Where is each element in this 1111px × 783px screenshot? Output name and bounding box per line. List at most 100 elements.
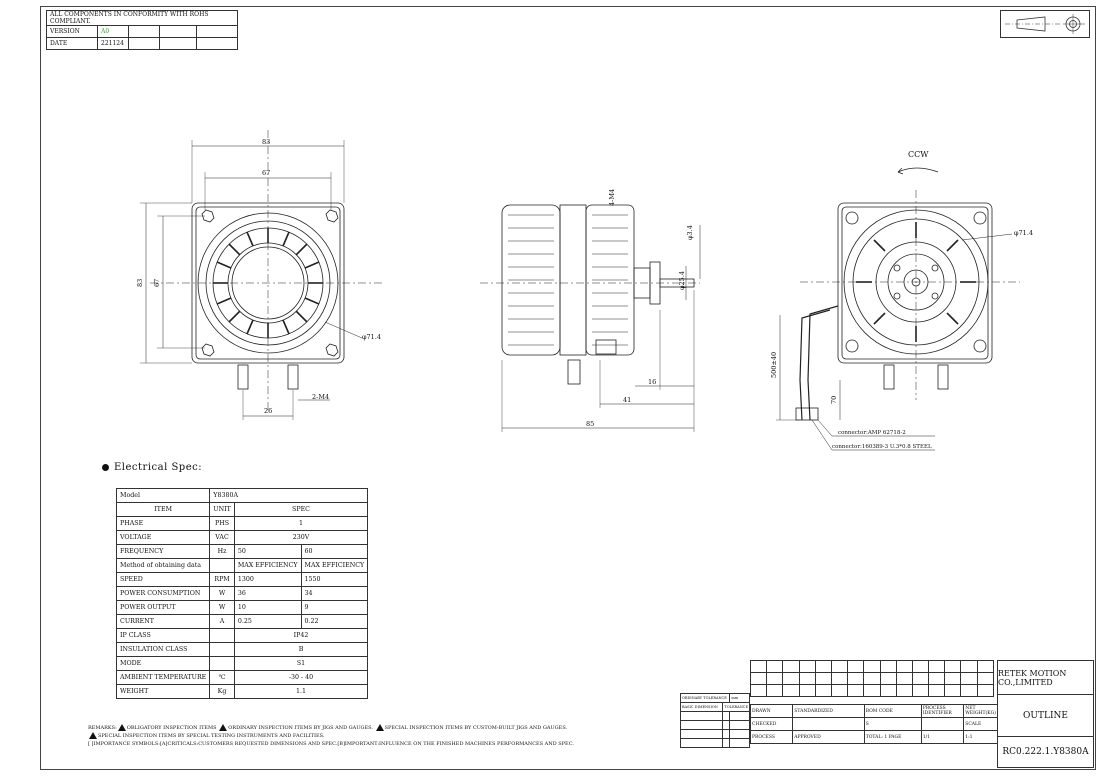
model-value: Y8380A	[209, 488, 369, 503]
special-instrument-triangle-icon	[89, 732, 97, 739]
spec-item: INSULATION CLASS	[115, 642, 211, 657]
spec-value: -30 - 40	[233, 670, 369, 685]
spec-row: IP CLASS IP42	[115, 628, 369, 643]
spec-header-unit: UNIT	[209, 502, 235, 517]
dim-front-width-outer: 83	[262, 138, 270, 146]
rear-view	[776, 167, 1020, 451]
spec-item: VOLTAGE	[115, 530, 211, 545]
spec-item: IP CLASS	[115, 628, 211, 643]
dim-front-width-inner: 67	[262, 169, 270, 177]
spec-value: 1	[233, 516, 369, 531]
electrical-spec-heading: Electrical Spec:	[102, 462, 202, 473]
drawing-title: OUTLINE	[997, 695, 1094, 737]
dim-front-height-inner: 67	[153, 279, 161, 287]
dim-front-diameter: φ71.4	[362, 333, 381, 341]
projection-symbol-icon	[1000, 10, 1090, 38]
obligatory-triangle-icon	[117, 724, 126, 731]
spec-item: WEIGHT	[115, 684, 211, 699]
date-label: DATE	[46, 37, 98, 50]
spec-value-60hz: MAX EFFICIENCY	[300, 558, 369, 573]
special-triangle-icon	[375, 724, 384, 731]
spec-unit: ℃	[209, 670, 235, 685]
dim-shaft-dia: φ3.4	[686, 225, 694, 240]
dim-shaft-len: 16	[648, 378, 656, 386]
drawing-frame	[40, 6, 1096, 770]
spec-item: CURRENT	[115, 614, 211, 629]
spec-value: S1	[233, 656, 369, 671]
dim-front-height-outer: 83	[136, 279, 144, 287]
spec-value-60hz: 1550	[300, 572, 369, 587]
inspection-legend: REMARKS:OBLIGATORY INSPECTION ITEMS ORDI…	[88, 724, 574, 747]
spec-unit: VAC	[209, 530, 235, 545]
spec-value-50hz: 0.25	[233, 614, 302, 629]
dim-total-len: 85	[586, 420, 594, 428]
spec-row: MODE S1	[115, 656, 369, 671]
spec-item: Method of obtaining data	[115, 558, 211, 573]
dim-rear-diameter: φ71.4	[1014, 229, 1033, 237]
spec-value-50hz: 1300	[233, 572, 302, 587]
spec-item: MODE	[115, 656, 211, 671]
spec-unit	[209, 656, 235, 671]
dim-body-to-tip: 41	[623, 396, 631, 404]
spec-header-spec: SPEC	[233, 502, 369, 517]
dim-mount-holes: 4-M4	[608, 189, 616, 206]
spec-unit: Hz	[209, 544, 235, 559]
spec-unit	[209, 628, 235, 643]
spec-unit	[209, 558, 235, 573]
spec-value-60hz: 60	[300, 544, 369, 559]
signoff-table: DRAWN STANDARDIZED BOM CODE PROCESS IDEN…	[749, 704, 998, 744]
rohs-table: ALL COMPONENTS IN CONFORMITY WITH ROHS C…	[46, 10, 238, 50]
spec-unit: PHS	[209, 516, 235, 531]
spec-value: IP42	[233, 628, 369, 643]
spec-value: 230V	[233, 530, 369, 545]
spec-value: 1.1	[233, 684, 369, 699]
spec-unit	[209, 642, 235, 657]
spec-item: AMBIENT TEMPERATURE	[115, 670, 211, 685]
title-block: RETEK MOTION CO.,LIMITED OUTLINE RC0.222…	[679, 660, 1094, 768]
dim-terminal-size: 2-M4	[312, 393, 329, 401]
company-name: RETEK MOTION CO.,LIMITED	[997, 660, 1094, 695]
connector-1: connector:AMP 62718-2	[838, 430, 906, 436]
spec-item: SPEED	[115, 572, 211, 587]
dim-lead-strip: 70	[830, 396, 838, 404]
spec-item: POWER CONSUMPTION	[115, 586, 211, 601]
spec-value-60hz: 34	[300, 586, 369, 601]
spec-item: PHASE	[115, 516, 211, 531]
rotation-direction: CCW	[908, 150, 929, 159]
bullet-icon	[102, 464, 109, 471]
ordinary-triangle-icon	[219, 724, 228, 731]
spec-header-item: ITEM	[115, 502, 211, 517]
revision-grid	[749, 660, 995, 697]
dim-terminal-pitch: 26	[264, 407, 272, 415]
connector-2: connector:160389-3 U.3*0.8 STEEL	[832, 444, 932, 450]
spec-item: FREQUENCY	[115, 544, 211, 559]
spec-value-50hz: MAX EFFICIENCY	[233, 558, 302, 573]
spec-unit: A	[209, 614, 235, 629]
spec-unit: RPM	[209, 572, 235, 587]
spec-value-60hz: 0.22	[300, 614, 369, 629]
spec-value: B	[233, 642, 369, 657]
spec-value-60hz: 9	[300, 600, 369, 615]
spec-unit: W	[209, 586, 235, 601]
spec-unit: W	[209, 600, 235, 615]
dim-lead-length: 500±40	[770, 352, 778, 378]
spec-unit: Kg	[209, 684, 235, 699]
spec-item: POWER OUTPUT	[115, 600, 211, 615]
part-number: RC0.222.1.Y8380A	[997, 737, 1094, 768]
model-label: Model	[115, 488, 211, 503]
spec-value-50hz: 10	[233, 600, 302, 615]
front-view	[140, 130, 385, 420]
spec-value-50hz: 36	[233, 586, 302, 601]
spec-row: INSULATION CLASS B	[115, 642, 369, 657]
dim-boss-dia: φ25.4	[678, 271, 686, 290]
